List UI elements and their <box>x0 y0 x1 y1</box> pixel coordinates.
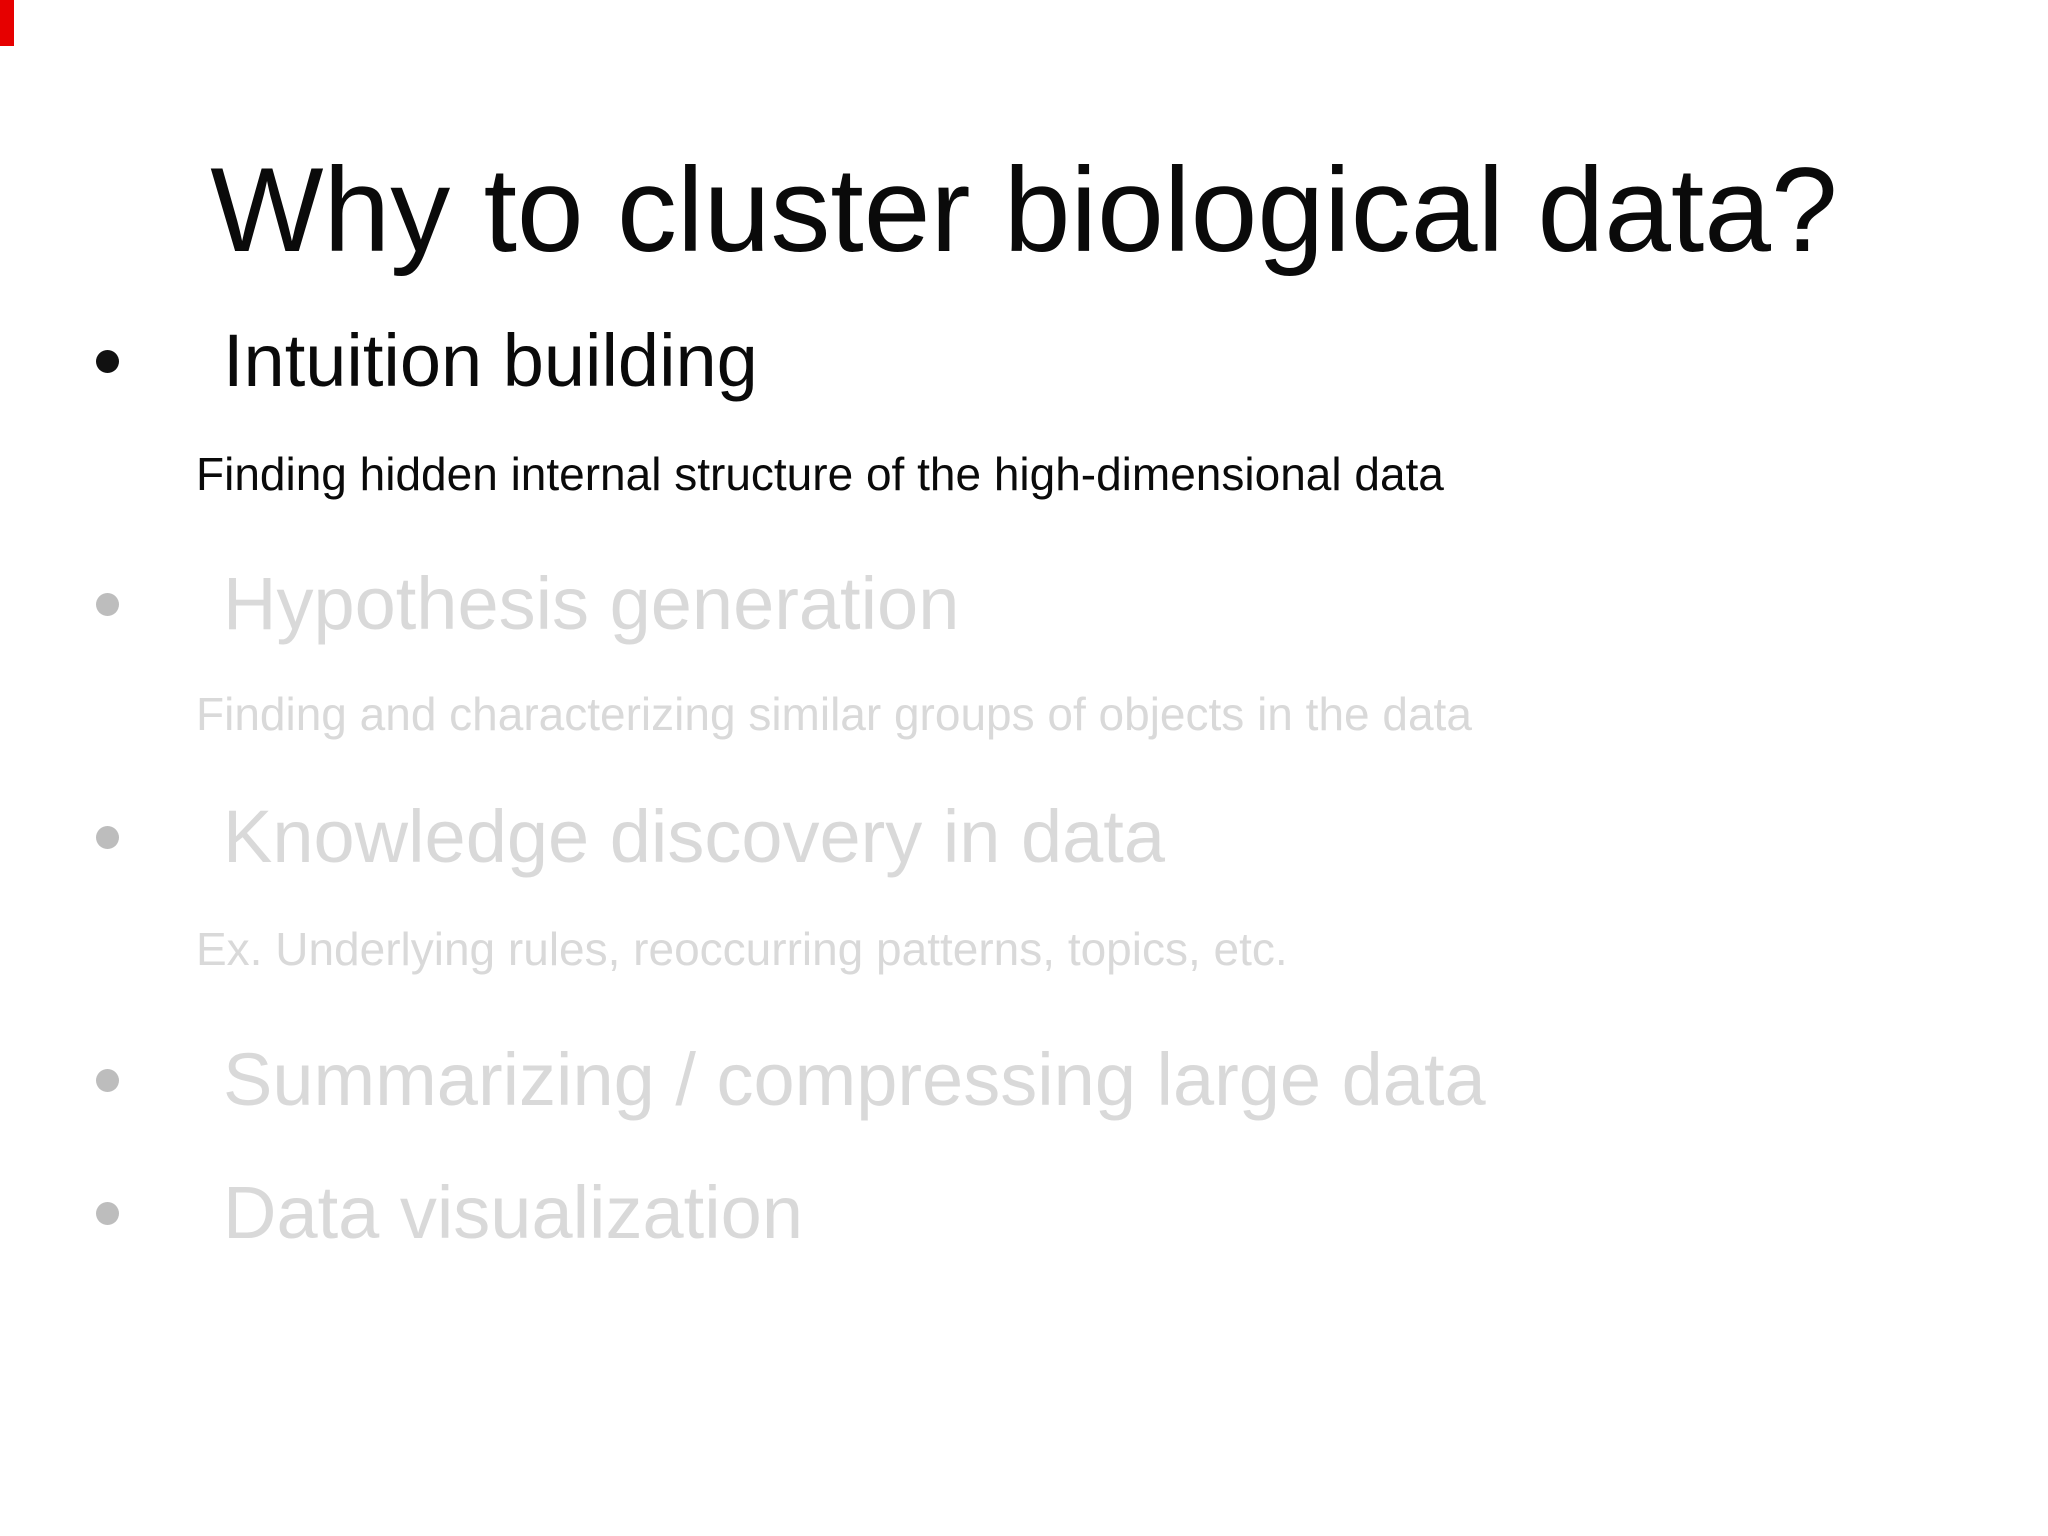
bullet-dot-icon <box>96 825 119 849</box>
bullet-label: Hypothesis generation <box>223 562 960 646</box>
bullet-subtext-hypothesis-generation: Finding and characterizing similar group… <box>196 688 1472 740</box>
bullet-subtext-knowledge-discovery: Ex. Underlying rules, reoccurring patter… <box>196 923 1288 975</box>
bullet-item-intuition-building: Intuition building <box>96 316 758 406</box>
bullet-label: Data visualization <box>223 1171 803 1255</box>
bullet-label: Summarizing / compressing large data <box>223 1038 1486 1122</box>
bullet-item-data-visualization: Data visualization <box>96 1168 803 1258</box>
bullet-label: Knowledge discovery in data <box>223 795 1166 879</box>
bullet-item-hypothesis-generation: Hypothesis generation <box>96 559 959 649</box>
bullet-label: Intuition building <box>223 319 758 403</box>
bullet-item-knowledge-discovery: Knowledge discovery in data <box>96 792 1165 882</box>
bullet-subtext-intuition-building: Finding hidden internal structure of the… <box>196 448 1444 500</box>
bullet-dot-icon <box>96 349 119 373</box>
recording-marker <box>0 0 14 46</box>
bullet-dot-icon <box>96 1068 119 1092</box>
bullet-dot-icon <box>96 1201 119 1225</box>
bullet-dot-icon <box>96 592 119 616</box>
bullet-item-summarizing-compressing: Summarizing / compressing large data <box>96 1035 1486 1125</box>
slide-title: Why to cluster biological data? <box>210 143 1838 278</box>
